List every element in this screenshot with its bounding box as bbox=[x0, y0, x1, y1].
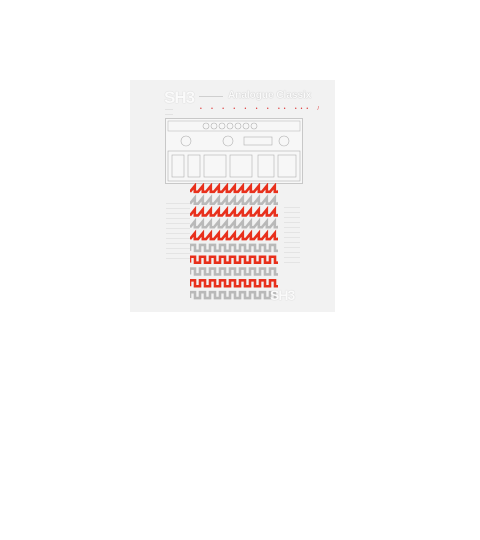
pattern-row bbox=[190, 243, 278, 253]
pattern-row bbox=[190, 205, 278, 217]
indicator-dots: • • • • • • • •• ••• / bbox=[200, 106, 323, 112]
brand-logo: SH3 bbox=[164, 88, 195, 107]
pattern-row bbox=[190, 267, 278, 276]
pattern-row bbox=[190, 183, 278, 194]
brand-logo-small: SH3 bbox=[270, 287, 295, 303]
wave-pattern bbox=[190, 183, 278, 300]
synth-panel-illustration bbox=[165, 118, 303, 184]
pattern-row bbox=[190, 279, 278, 288]
fine-print-right: ————————————————————————————————————————… bbox=[284, 204, 300, 264]
pattern-row bbox=[190, 217, 278, 229]
pattern-row bbox=[190, 255, 278, 264]
pattern-row bbox=[190, 194, 278, 205]
brand-title: Analogue Classix bbox=[228, 90, 312, 101]
pattern-row bbox=[190, 290, 278, 300]
fine-print-left: ————————————————————————————————————————… bbox=[166, 200, 190, 260]
title-rule bbox=[199, 96, 223, 97]
pattern-row bbox=[190, 229, 278, 241]
